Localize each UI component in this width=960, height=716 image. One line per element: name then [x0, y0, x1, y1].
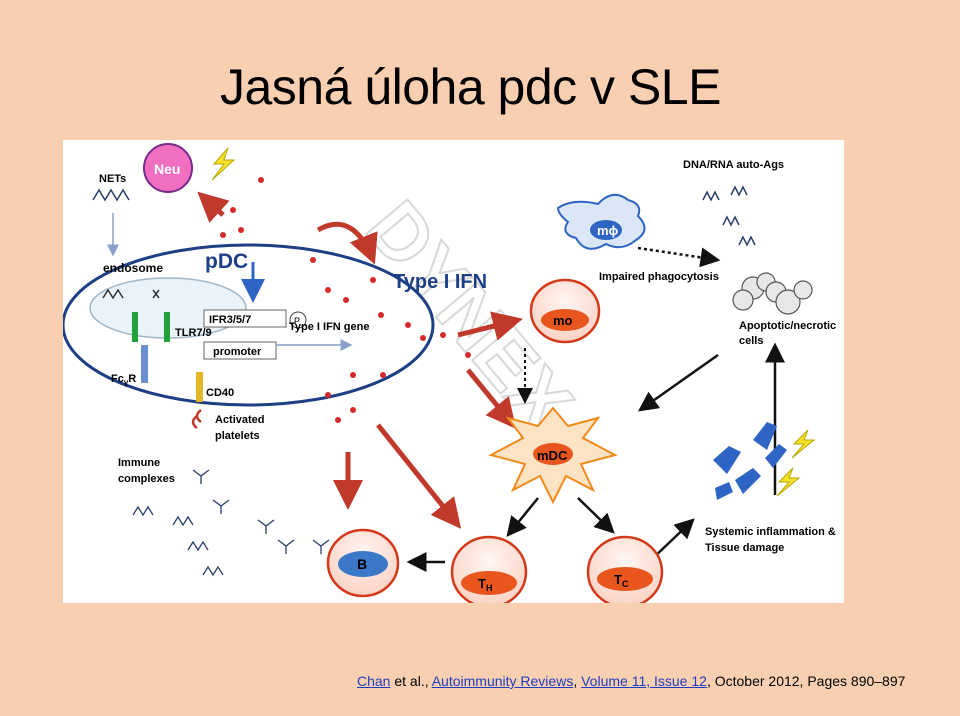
apoptotic-cells-icon — [732, 272, 813, 315]
activated-label: Activated — [215, 414, 265, 426]
mphi-label: mϕ — [597, 223, 619, 238]
journal-link[interactable]: Autoimmunity Reviews — [431, 673, 574, 689]
th-label: TH — [478, 576, 492, 593]
pathway-figure: DYNEX endosome pDC TLR7/9 IFR3/5/7 P Typ… — [63, 140, 844, 603]
cd40-label: CD40 — [206, 387, 234, 399]
platelets-label: platelets — [215, 430, 260, 442]
citation-etal: et al., — [390, 673, 432, 689]
lightning-icon — [776, 467, 801, 497]
auto-ags-icon — [702, 185, 756, 247]
citation-sep: , — [573, 673, 582, 689]
figure-svg: DYNEX endosome pDC TLR7/9 IFR3/5/7 P Typ… — [63, 143, 836, 603]
lightning-icon — [791, 429, 816, 459]
impaired-label: Impaired phagocytosis — [599, 271, 719, 283]
mdc-to-th-arrow — [506, 497, 539, 537]
ifn-particles — [220, 177, 471, 423]
p-label: P — [294, 316, 300, 326]
phospho-icon — [289, 311, 307, 329]
citation: Chan et al., Autoimmunity Reviews, Volum… — [357, 673, 905, 689]
fcr-receptor — [141, 345, 148, 383]
th-cell-nucleus — [461, 571, 517, 595]
type1-ifn-label: Type I IFN — [393, 271, 487, 293]
tlr-receptor — [132, 312, 138, 342]
phagocytosis-arrow — [637, 246, 721, 268]
tissue-label: Tissue damage — [705, 542, 784, 554]
tc-to-tissue-arrow — [650, 518, 695, 561]
mo-label: mo — [553, 313, 573, 328]
complexes-label: complexes — [118, 473, 175, 485]
auto-ags-label: DNA/RNA auto-Ags — [683, 159, 784, 171]
mdc-to-tc-arrow — [577, 497, 615, 534]
endosome-label: endosome — [103, 261, 163, 275]
tc-cell-nucleus — [597, 567, 653, 591]
apoptotic-to-mdc-arrow — [637, 353, 719, 412]
immune-complexes-icon — [132, 469, 355, 577]
monocyte-nucleus — [541, 309, 589, 331]
b-label: B — [357, 556, 367, 572]
antibody-icon — [152, 289, 160, 299]
author-link[interactable]: Chan — [357, 673, 391, 689]
irf-box — [203, 309, 287, 328]
volume-link[interactable]: Volume 11, Issue 12 — [581, 673, 707, 689]
neu-label: Neu — [154, 161, 180, 177]
nets-icon — [92, 188, 130, 202]
citation-rest: , October 2012, Pages 890–897 — [706, 673, 906, 689]
immune-label: Immune — [118, 457, 160, 469]
lightning-icon — [211, 147, 236, 181]
cd40-receptor — [196, 372, 203, 402]
cells-label: cells — [739, 335, 763, 347]
ifn-arrows — [197, 191, 523, 529]
platelets-icon — [191, 409, 202, 429]
tissue-cells-icon — [713, 422, 787, 500]
promoter-box — [203, 341, 277, 360]
promoter-label: promoter — [213, 346, 262, 358]
apoptotic-label: Apoptotic/necrotic — [739, 320, 836, 332]
ifn-gene-label: Type I IFN gene — [289, 321, 369, 333]
nets-label: NETs — [99, 173, 126, 185]
neutrophil-cell — [143, 143, 193, 193]
mdc-nucleus — [533, 443, 573, 465]
systemic-label: Systemic inflammation & — [705, 526, 836, 538]
pdc-label: pDC — [205, 250, 248, 273]
b-cell-nucleus — [338, 551, 388, 577]
macrophage-nucleus — [590, 220, 622, 240]
dna-icon — [102, 288, 124, 300]
tlr-label: TLR7/9 — [175, 327, 212, 339]
tc-label: TC — [614, 572, 629, 589]
fcr-label: FcγR — [111, 373, 136, 387]
mdc-label: mDC — [537, 448, 568, 463]
tlr-receptor — [164, 312, 170, 342]
slide-title: Jasná úloha pdc v SLE — [220, 59, 721, 115]
irf-label: IFR3/5/7 — [209, 314, 251, 326]
